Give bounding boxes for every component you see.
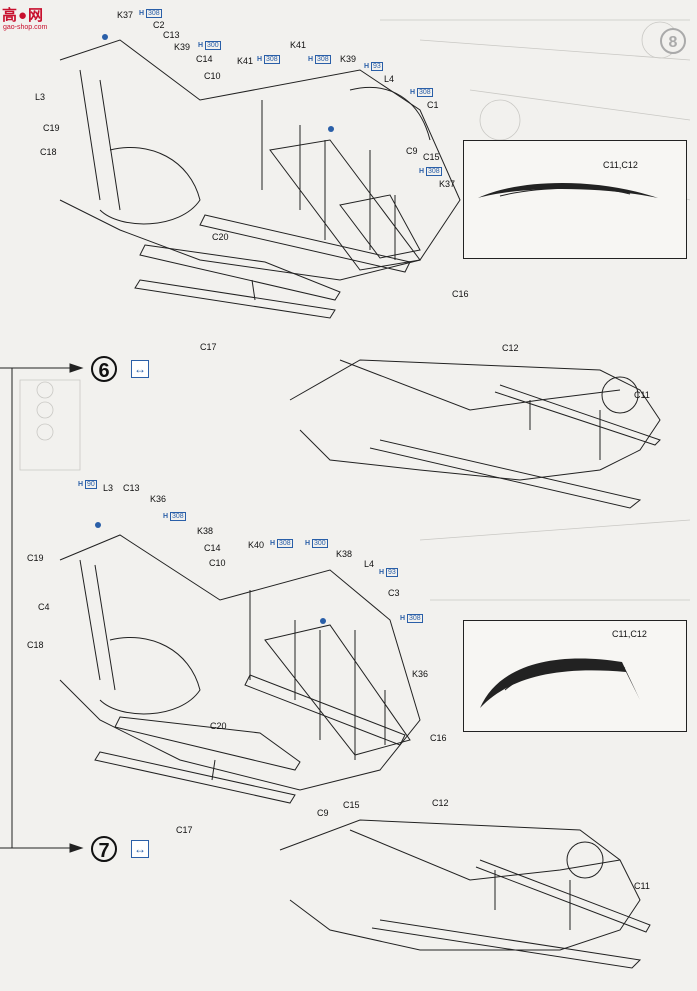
part-label: C16 [452,289,469,299]
h-ref: H 300 [305,539,328,548]
h-ref: H 308 [257,55,280,64]
part-label: C13 [123,483,140,493]
h-ref: H 90 [78,480,97,489]
part-label: L3 [35,92,46,102]
part-label: K36 [150,494,167,504]
part-label: K39 [174,42,191,52]
part-label: K38 [197,526,214,536]
step-8-circle: 8 [660,28,686,54]
part-label: C12 [432,798,449,808]
part-label: C19 [43,123,60,133]
h-ref: H 308 [270,539,293,548]
part-label: C16 [430,733,447,743]
h-ref: H 308 [400,614,423,623]
part-label: C20 [210,721,227,731]
step-7-circle: 7 [91,836,117,862]
part-label: C18 [27,640,44,650]
part-label: C9 [406,146,418,156]
part-label: C4 [38,602,50,612]
part-label: C11 [634,881,650,891]
part-label: C10 [204,71,221,81]
swap-icon-step7[interactable]: ↔ [131,840,149,858]
step-6-circle: 6 [91,356,117,382]
part-label: C19 [27,553,44,563]
h-ref: H 300 [198,41,221,50]
part-label: K41 [290,40,307,50]
part-label: K38 [336,549,353,559]
part-label: K39 [340,54,357,64]
part-label: C10 [209,558,226,568]
swap-icon-step6[interactable]: ↔ [131,360,149,378]
part-label: C14 [204,543,221,553]
h-ref: H 93 [379,568,398,577]
part-label: C20 [212,232,229,242]
watermark-site: gao-shop.com [3,24,48,31]
detail-box-top [463,140,687,259]
part-label: C1 [427,100,439,110]
h-ref: H 308 [410,88,433,97]
part-label: C2 [153,20,165,30]
watermark-logo: 高●网 [2,7,45,24]
part-label: C9 [317,808,329,818]
detail-label-top: C11,C12 [603,160,638,170]
part-label: K37 [117,10,134,20]
part-label: C3 [388,588,400,598]
part-label: L4 [364,559,375,569]
part-label: K37 [439,179,456,189]
part-label: C15 [423,152,440,162]
part-label: C13 [163,30,180,40]
h-ref: H 308 [163,512,186,521]
part-label: C18 [40,147,57,157]
part-label: K36 [412,669,429,679]
part-label: C17 [200,342,217,352]
detail-box-bottom [463,620,687,732]
part-label: K40 [248,540,265,550]
part-label: C14 [196,54,213,64]
part-label: C17 [176,825,193,835]
part-label: C11 [634,390,650,400]
h-ref: H 308 [139,9,162,18]
part-label: L3 [103,483,114,493]
part-label: C12 [502,343,519,353]
detail-label-bottom: C11,C12 [612,629,647,639]
part-label: K41 [237,56,254,66]
part-label: C15 [343,800,360,810]
h-ref: H 93 [364,62,383,71]
h-ref: H 308 [419,167,442,176]
h-ref: H 308 [308,55,331,64]
part-label: L4 [384,74,395,84]
